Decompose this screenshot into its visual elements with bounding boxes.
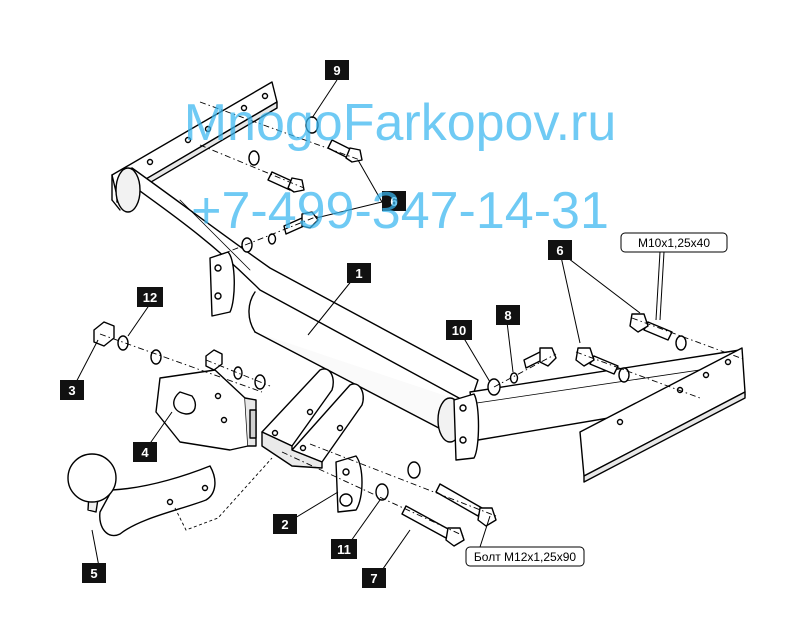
beam-bracket-right: [453, 393, 480, 461]
callout-2: 2: [281, 517, 288, 532]
callout-1: 1: [355, 266, 362, 281]
nut-middle: [205, 349, 223, 371]
spec-bolt-m10: М10х1,25х40: [638, 236, 710, 250]
callout-6-right: 6: [556, 243, 563, 258]
spacer-plate: [335, 455, 363, 513]
callout-12: 12: [143, 290, 157, 305]
watermark-phone: +7-499-347-14-31: [191, 182, 609, 240]
callout-6-upper: 6: [390, 194, 397, 209]
assembly-link-dotted: [174, 457, 273, 531]
left-mount-plate: [111, 81, 278, 211]
beam-bracket-left: [209, 251, 235, 317]
nut-part-3: [93, 321, 115, 347]
callout-7: 7: [370, 571, 377, 586]
callout-11: 11: [337, 542, 351, 557]
tow-ball: [67, 453, 216, 537]
callout-labels: 9 6 6 1 12 3 10 8 4 2 11 5 7: [60, 60, 572, 588]
callout-3: 3: [68, 383, 75, 398]
centre-bracket-pair: [261, 368, 364, 469]
callout-4: 4: [141, 445, 149, 460]
spec-labels: М10х1,25х40 Болт М12х1,25х90: [465, 232, 728, 567]
callout-10: 10: [452, 323, 466, 338]
spec-bolt-m12: Болт М12х1,25х90: [474, 550, 576, 564]
guide-lines: [99, 101, 747, 537]
watermark: MnogoFarkopov.ru +7-499-347-14-31: [184, 94, 617, 240]
watermark-site: MnogoFarkopov.ru: [184, 94, 617, 152]
callout-8: 8: [504, 308, 511, 323]
right-mount-plate: [579, 347, 746, 483]
leader-lines: [71, 79, 665, 577]
socket-bracket: [155, 369, 257, 451]
callout-9: 9: [333, 63, 340, 78]
callout-5: 5: [90, 566, 97, 581]
